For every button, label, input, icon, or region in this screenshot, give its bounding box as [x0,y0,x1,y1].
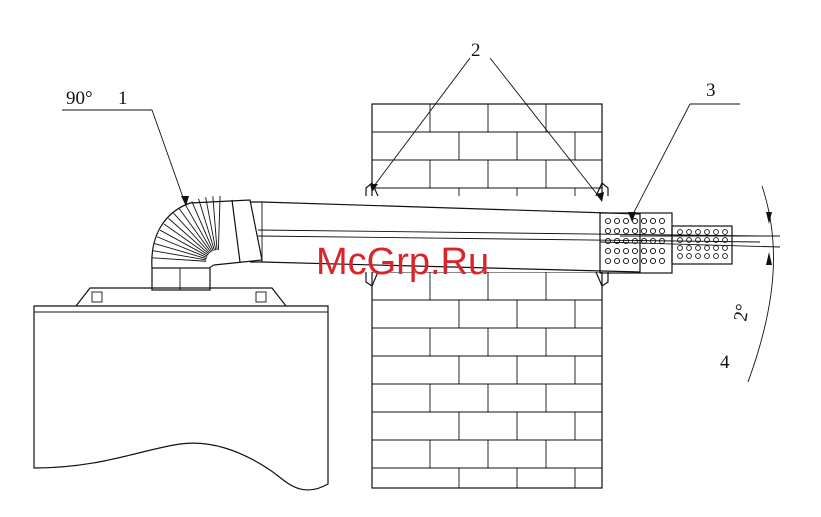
slope-angle-label: 2° [730,302,754,322]
brick-wall [360,104,616,488]
elbow-90 [152,196,262,268]
angle-label-90: 90° [66,88,93,109]
part-label-2: 2 [471,40,481,61]
watermark: McGrp.Ru [316,241,489,283]
part-label-3: 3 [706,80,716,101]
part-label-1: 1 [118,88,128,109]
boiler [34,268,328,490]
slope-indicator [600,186,780,382]
part-label-4: 4 [720,352,730,373]
